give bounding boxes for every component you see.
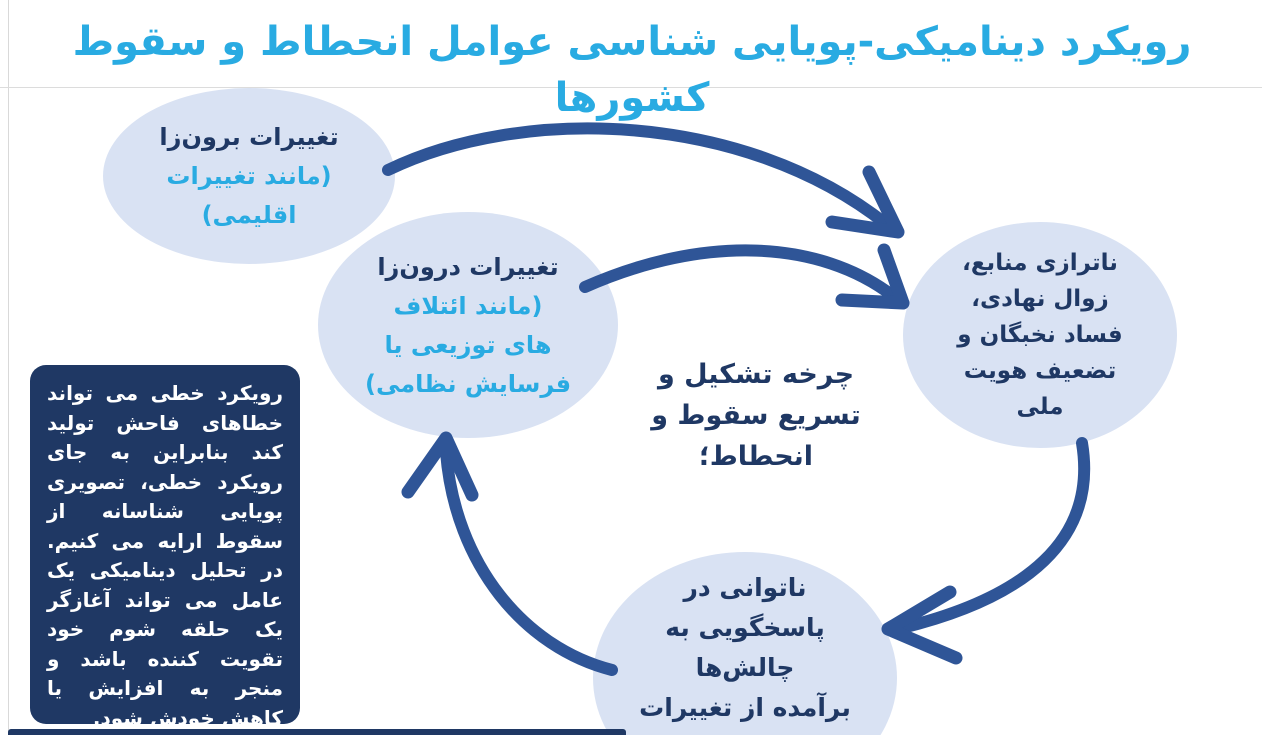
- node-endogenous-sub-line1: (مانند ائتلاف: [393, 291, 543, 320]
- page-edge-vertical-line: [8, 0, 9, 735]
- cycle-label-line1: چرخه تشکیل و: [657, 359, 855, 390]
- node-endogenous-heading: تغییرات درون‌زا: [377, 252, 559, 281]
- node-imbalance-line5: ملی: [1016, 394, 1064, 420]
- node-inability-line4: برآمده از تغییرات: [639, 693, 851, 722]
- side-note-box: رویکرد خطی می تواند خطاهای فاحش تولید کن…: [30, 365, 300, 730]
- cycle-label: چرخه تشکیل و تسریع سقوط و انحطاط؛: [628, 354, 884, 477]
- node-inability-line1: ناتوانی در: [683, 573, 807, 602]
- node-imbalance-line4: تضعیف هویت: [963, 358, 1117, 384]
- arrow-imbalance-to-inability-icon: [881, 437, 1091, 665]
- node-inability-to-respond: ناتوانی در پاسخگویی به چالش‌ها برآمده از…: [593, 552, 897, 735]
- node-imbalance-line1: ناترازی منابع،: [962, 250, 1118, 276]
- arrow-inability-to-endogenous-icon: [401, 431, 618, 676]
- header-separator-line: [0, 87, 1262, 88]
- cutoff-bottom-box: [8, 729, 626, 735]
- node-exogenous-changes: تغییرات برون‌زا (مانند تغییرات اقلیمی): [103, 88, 395, 264]
- node-resource-imbalance: ناترازی منابع، زوال نهادی، فساد نخبگان و…: [903, 222, 1177, 448]
- node-inability-line3: چالش‌ها: [695, 653, 795, 682]
- node-exogenous-sub-line2: اقلیمی): [201, 201, 297, 229]
- node-imbalance-line2: زوال نهادی،: [971, 286, 1109, 312]
- page-title: رویکرد دینامیکی-پویایی شناسی عوامل انحطا…: [72, 19, 1193, 121]
- node-exogenous-heading: تغییرات برون‌زا: [159, 123, 339, 151]
- node-exogenous-sub-line1: (مانند تغییرات: [166, 162, 332, 190]
- node-endogenous-changes: تغییرات درون‌زا (مانند ائتلاف های توزیعی…: [318, 212, 618, 438]
- arrow-endogenous-to-imbalance-icon: [579, 243, 910, 310]
- node-endogenous-sub-line3: فرسایش نظامی): [364, 369, 572, 398]
- cycle-label-line3: انحطاط؛: [698, 441, 814, 472]
- node-imbalance-line3: فساد نخبگان و: [957, 322, 1123, 348]
- node-endogenous-sub-line2: های توزیعی یا: [384, 330, 552, 359]
- cycle-label-line2: تسریع سقوط و: [651, 400, 861, 431]
- node-inability-line2: پاسخگویی به: [665, 613, 825, 642]
- side-note-text: رویکرد خطی می تواند خطاهای فاحش تولید کن…: [47, 381, 283, 730]
